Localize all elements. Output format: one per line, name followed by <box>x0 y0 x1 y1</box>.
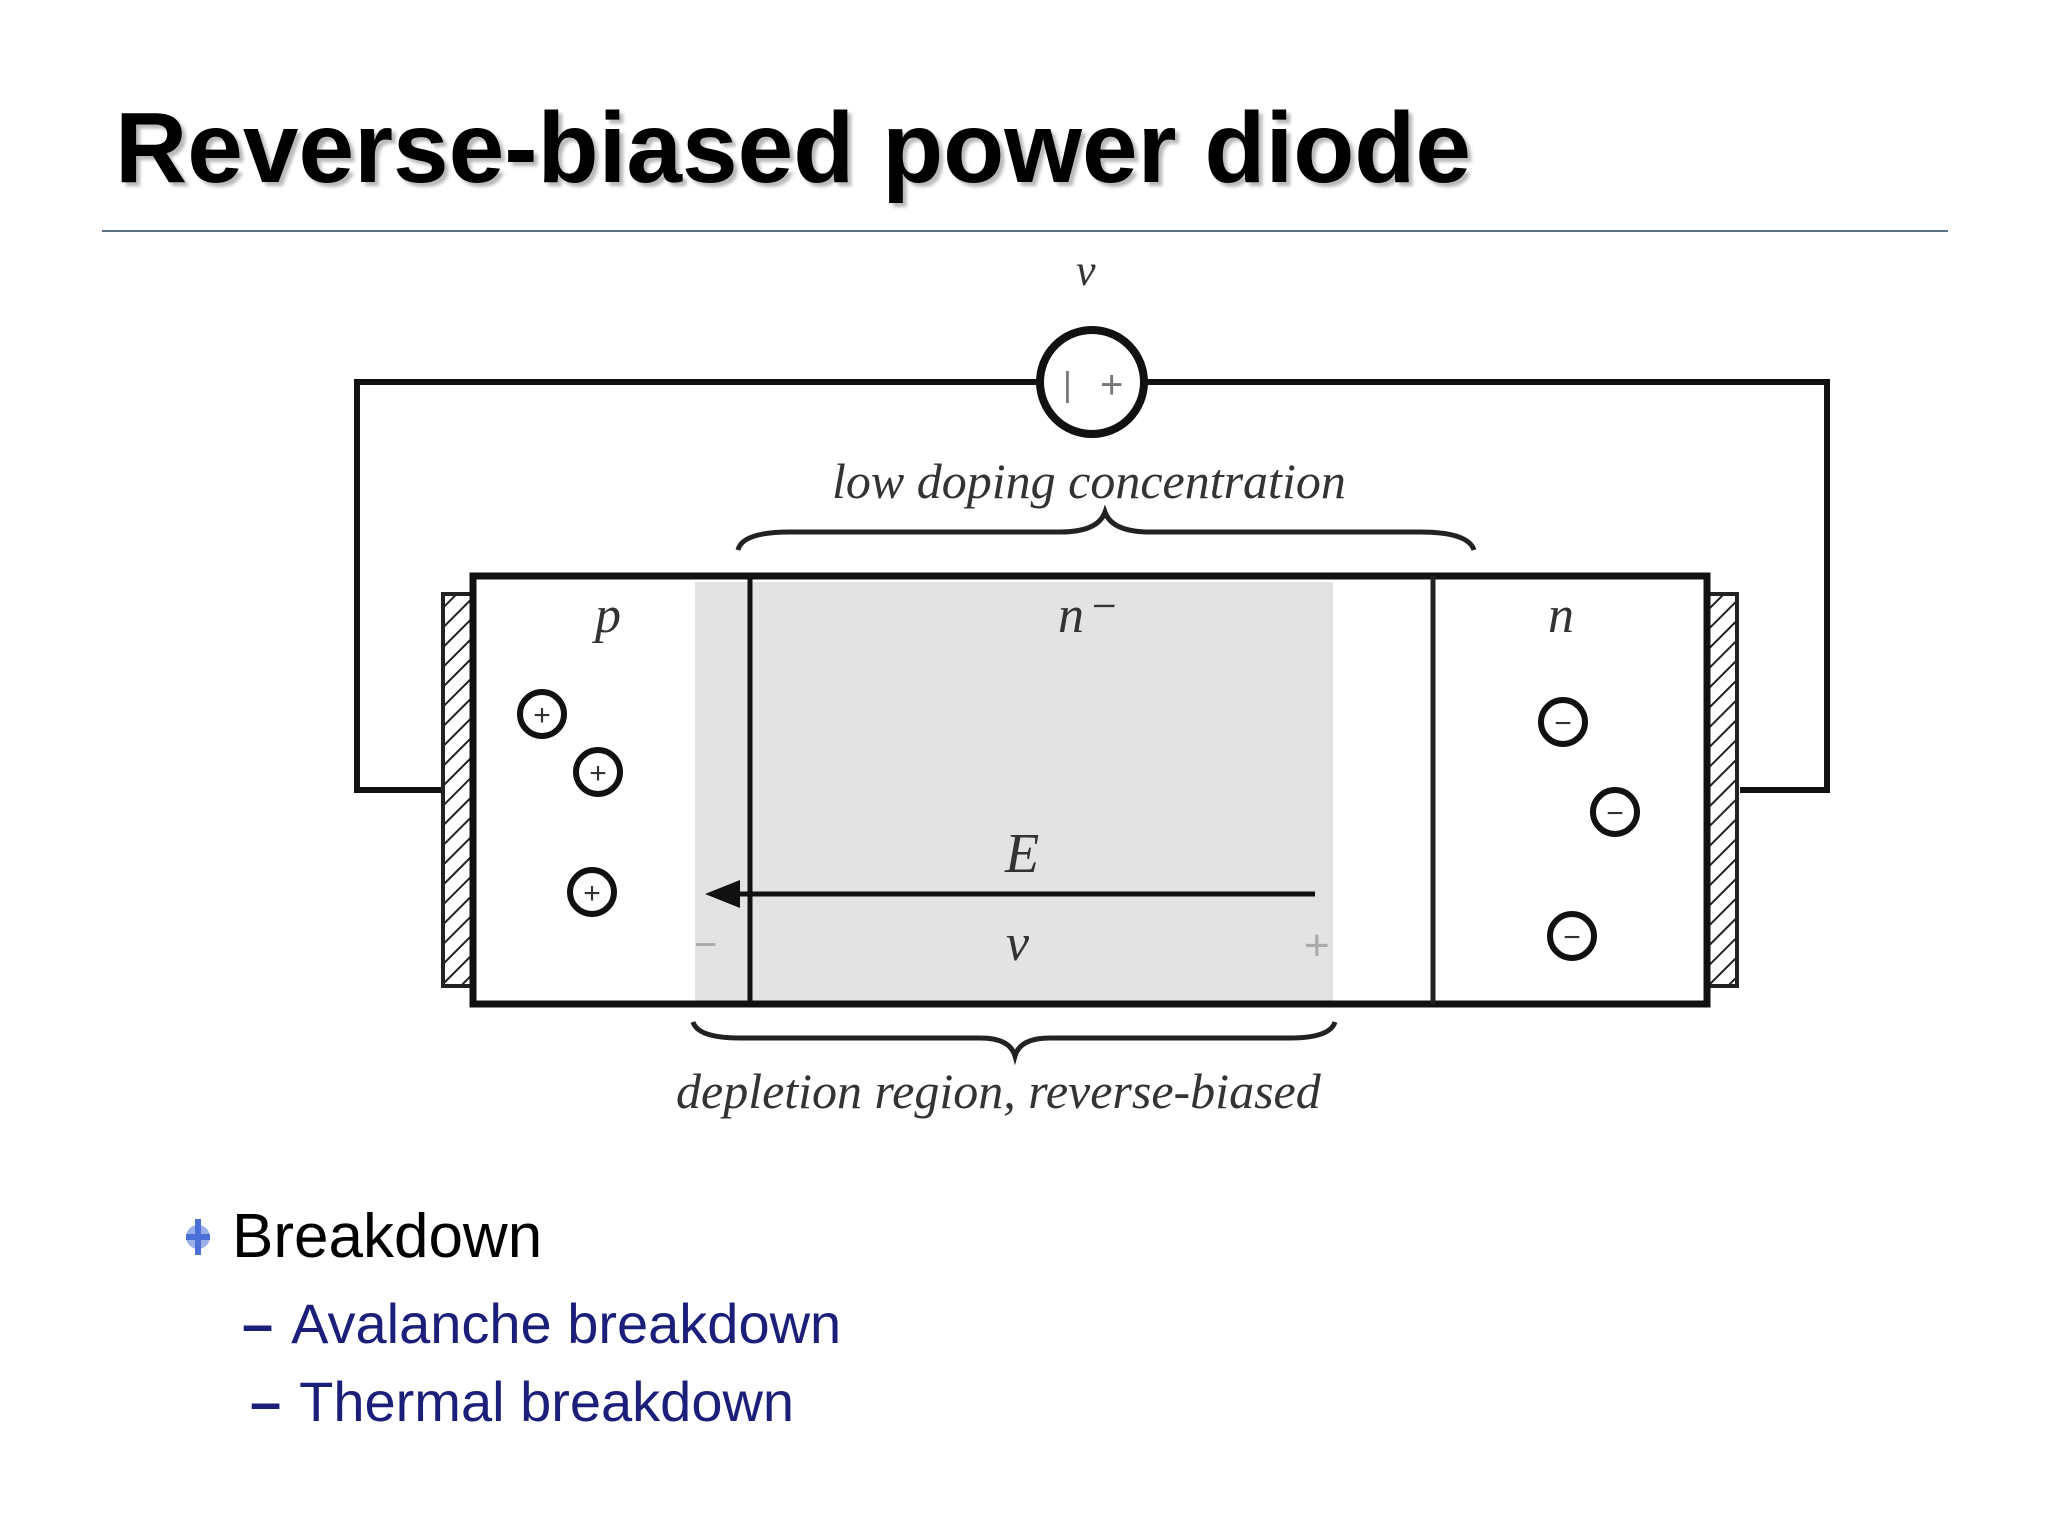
voltage-source-plus: + <box>1100 363 1123 407</box>
circuit-wire-right <box>1144 379 1830 793</box>
sub-bullet-text: Thermal breakdown <box>299 1370 795 1433</box>
region-label-n: n <box>1548 587 1574 644</box>
bullet-breakdown: Breakdown <box>180 1206 542 1268</box>
field-arrow-head <box>705 880 740 908</box>
anode-contact <box>441 592 475 988</box>
depletion-voltage-label: v <box>1006 915 1030 972</box>
electron-symbol: − <box>1563 921 1581 954</box>
electron-carrier-3: − <box>1547 911 1597 961</box>
sub-bullet-avalanche: – Avalanche breakdown <box>242 1296 841 1352</box>
cathode-contact <box>1705 592 1739 988</box>
sub-bullet-dash: – <box>250 1370 282 1433</box>
voltage-source-icon <box>1036 326 1148 438</box>
hole-symbol: + <box>589 757 607 790</box>
hole-symbol: + <box>533 699 551 732</box>
title-divider <box>102 230 1948 232</box>
top-brace-label: low doping concentration <box>832 453 1346 509</box>
hole-carrier-1: + <box>517 689 567 739</box>
polarity-plus: + <box>1304 921 1330 970</box>
sub-bullet-dash: – <box>242 1292 274 1355</box>
hole-symbol: + <box>583 877 601 910</box>
region-label-n-minus: n⁻ <box>1058 587 1115 644</box>
sub-bullet-text: Avalanche breakdown <box>291 1292 842 1355</box>
voltage-source-minus: | <box>1063 366 1072 404</box>
depletion-region-shade <box>695 582 1333 1002</box>
bottom-brace <box>690 1020 1338 1066</box>
diode-body <box>469 572 1711 1008</box>
voltage-source-label: v <box>1076 246 1096 295</box>
bullet-breakdown-text: Breakdown <box>232 1202 543 1271</box>
electron-carrier-2: − <box>1590 787 1640 837</box>
electron-symbol: − <box>1606 797 1624 830</box>
slide-title: Reverse-biased power diode <box>115 92 1472 204</box>
bottom-brace-label: depletion region, reverse-biased <box>676 1063 1322 1119</box>
bullet-marker-icon <box>186 1219 210 1255</box>
top-brace <box>735 504 1477 552</box>
electron-symbol: − <box>1554 707 1572 740</box>
circuit-wire-left <box>354 379 1040 793</box>
hole-carrier-3: + <box>567 867 617 917</box>
electron-carrier-1: − <box>1538 697 1588 747</box>
field-label: E <box>1004 823 1039 885</box>
hole-carrier-2: + <box>573 747 623 797</box>
polarity-minus: − <box>694 923 717 967</box>
region-label-p: p <box>591 587 621 644</box>
sub-bullet-thermal: – Thermal breakdown <box>250 1374 794 1430</box>
